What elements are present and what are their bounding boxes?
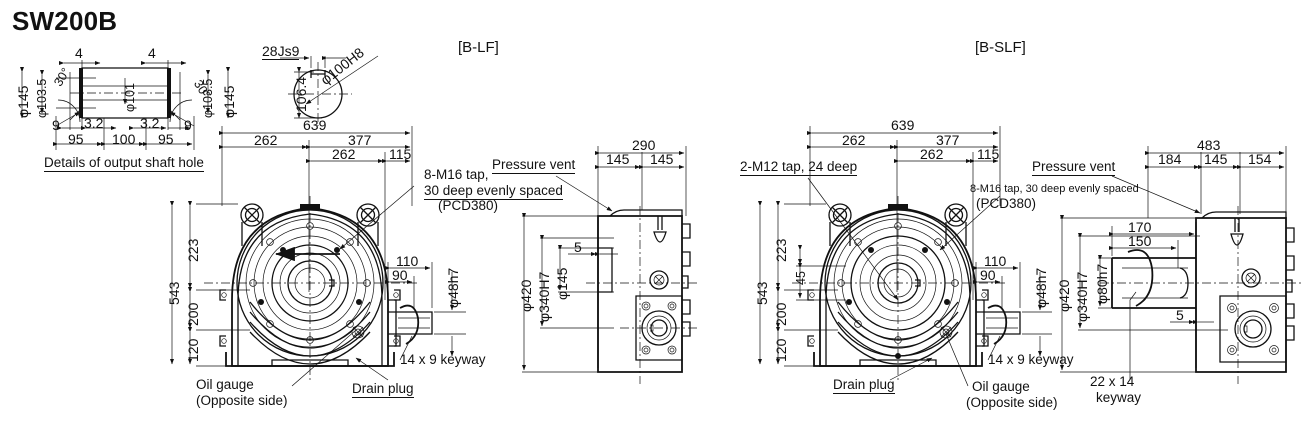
dim-bslf-shaft-dia: φ48h7 <box>1033 267 1049 308</box>
note-blf-drain-plug: Drain plug <box>352 381 414 398</box>
dim-blf-543: 543 <box>166 281 182 305</box>
dim-bslf-223: 223 <box>773 238 789 262</box>
dim-bslf-side-dia-340: φ340H7 <box>1074 271 1090 322</box>
dim-bslf-120: 120 <box>773 338 789 362</box>
dim-detail-base-95-right: 95 <box>158 131 174 147</box>
note-bslf-tap-m12: 2-M12 tap, 24 deep <box>740 159 858 176</box>
dim-detail-dia-103-5-left: φ103.5 <box>35 78 49 118</box>
dim-detail-chamfer-left: 3.2 <box>84 115 104 131</box>
dim-bslf-377: 377 <box>936 132 960 148</box>
note-bslf-oil-gauge: Oil gauge <box>972 379 1030 394</box>
note-blf-oil-gauge-2: (Opposite side) <box>196 393 288 408</box>
dim-bslf-45: 45 <box>794 271 808 285</box>
dim-blf-side-290: 290 <box>632 137 656 153</box>
bslf-front-view-geometry <box>757 126 1201 387</box>
dim-bslf-262-inner: 262 <box>920 146 944 162</box>
dim-blf-side-dia-420: φ420 <box>518 279 534 312</box>
note-bslf-tap-m16: 8-M16 tap, 30 deep evenly spaced <box>970 183 1139 195</box>
dim-keyway-height: 106.4 <box>293 76 309 112</box>
blf-front-view-geometry <box>169 126 613 387</box>
note-blf-tap-line3: (PCD380) <box>438 198 499 213</box>
dim-bslf-side-154: 154 <box>1248 151 1272 167</box>
label-bslf-keyway: 14 x 9 keyway <box>988 352 1074 367</box>
dim-bslf-side-5: 5 <box>1176 307 1184 323</box>
note-bslf-pressure-vent: Pressure vent <box>1032 159 1116 176</box>
dim-detail-top-right-4: 4 <box>148 45 156 61</box>
dim-keyway-width: 28Js9 <box>262 43 300 60</box>
dim-blf-262-left: 262 <box>254 132 278 148</box>
label-bslf-side-keyway-2: keyway <box>1096 390 1142 405</box>
dim-blf-side-dia-145: φ145 <box>554 267 570 300</box>
dim-blf-120: 120 <box>185 338 201 362</box>
dim-bslf-shaft-90: 90 <box>980 267 996 283</box>
dim-blf-side-145-right: 145 <box>650 151 674 167</box>
dim-blf-side-5: 5 <box>574 239 582 255</box>
page-title: SW200B <box>12 6 118 36</box>
variant-label-b-lf: [B-LF] <box>458 39 499 56</box>
dim-bslf-side-483: 483 <box>1197 137 1221 153</box>
dim-detail-dia-145-right: φ145 <box>221 85 237 118</box>
dim-bslf-side-dia-80: φ80h7 <box>1094 263 1110 304</box>
dim-detail-base-95-left: 95 <box>68 131 84 147</box>
dim-bslf-side-dia-420: φ420 <box>1056 279 1072 312</box>
dim-blf-115: 115 <box>389 146 412 162</box>
variant-label-b-slf: [B-SLF] <box>975 39 1026 56</box>
dim-blf-377: 377 <box>348 132 372 148</box>
dim-bslf-115: 115 <box>977 146 1000 162</box>
dim-bslf-overall-639: 639 <box>891 117 915 133</box>
detail-caption: Details of output shaft hole <box>44 155 204 172</box>
note-bslf-tap-m16-pcd: (PCD380) <box>976 196 1037 211</box>
blf-side-view-geometry <box>521 146 700 384</box>
dim-bslf-side-184: 184 <box>1158 151 1182 167</box>
dim-blf-shaft-dia: φ48h7 <box>445 267 461 308</box>
note-blf-oil-gauge: Oil gauge <box>196 377 254 392</box>
dim-detail-9-left: 9 <box>52 117 60 133</box>
dim-blf-shaft-110: 110 <box>396 253 419 269</box>
dim-blf-overall-639: 639 <box>303 117 327 133</box>
dim-bslf-262-left: 262 <box>842 132 866 148</box>
dim-blf-shaft-90: 90 <box>392 267 408 283</box>
note-blf-tap-line1: 8-M16 tap, <box>424 167 489 182</box>
dim-bslf-side-150: 150 <box>1128 233 1152 249</box>
dim-detail-dia-101: φ101 <box>123 83 137 112</box>
dim-detail-top-left-4: 4 <box>75 45 83 61</box>
dim-blf-side-145-left: 145 <box>606 151 630 167</box>
dim-blf-side-dia-340: φ340H7 <box>536 271 552 322</box>
dim-blf-262-inner: 262 <box>332 146 356 162</box>
dim-detail-9-right: 9 <box>184 117 192 133</box>
note-bslf-drain-plug: Drain plug <box>833 377 895 394</box>
detail-output-shaft-hole-geometry <box>19 60 231 150</box>
note-blf-pressure-vent: Pressure vent <box>492 157 576 174</box>
dim-blf-223: 223 <box>185 238 201 262</box>
note-bslf-oil-gauge-2: (Opposite side) <box>966 395 1058 410</box>
dim-detail-base-100: 100 <box>112 131 136 147</box>
label-blf-keyway: 14 x 9 keyway <box>400 352 486 367</box>
label-bslf-side-keyway: 22 x 14 <box>1090 374 1135 389</box>
detail-keyway-geometry <box>280 55 379 126</box>
dim-bslf-side-170: 170 <box>1128 219 1152 235</box>
dim-bslf-200: 200 <box>773 302 789 326</box>
bslf-side-view-geometry <box>1059 146 1301 384</box>
note-blf-tap-line2: 30 deep evenly spaced <box>424 183 563 200</box>
dim-bslf-543: 543 <box>754 281 770 305</box>
dim-detail-dia-145-left: φ145 <box>15 85 31 118</box>
dim-bslf-side-145: 145 <box>1204 151 1228 167</box>
dim-blf-200: 200 <box>185 302 201 326</box>
dim-bslf-shaft-110: 110 <box>984 253 1007 269</box>
dim-detail-chamfer-right: 3.2 <box>140 115 160 131</box>
